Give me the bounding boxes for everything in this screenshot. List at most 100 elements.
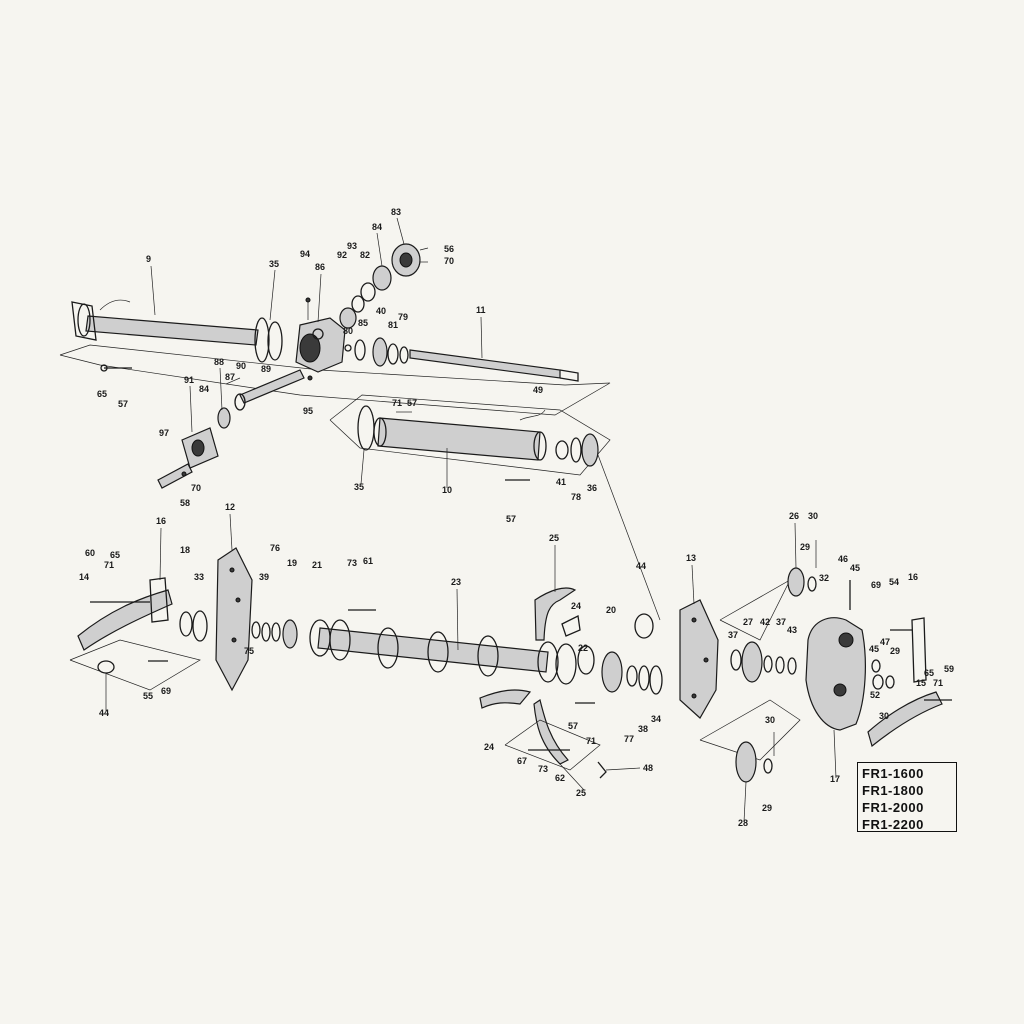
label-17: 17 [830, 774, 840, 784]
model-2000: FR1-2000 [862, 800, 924, 815]
flange-22 [577, 645, 595, 675]
label-32: 32 [819, 573, 829, 583]
label-37a: 37 [728, 630, 738, 640]
label-89: 89 [261, 364, 271, 374]
label-58: 58 [180, 498, 190, 508]
label-92: 92 [337, 250, 347, 260]
gear-27 [741, 641, 763, 683]
label-71a: 71 [392, 398, 402, 408]
label-76: 76 [270, 543, 280, 553]
skid-right [867, 691, 943, 748]
leader-lines [105, 217, 837, 823]
label-27: 27 [743, 617, 753, 627]
plate-13 [679, 599, 719, 719]
label-62: 62 [555, 773, 565, 783]
label-13: 13 [686, 553, 696, 563]
label-79: 79 [398, 312, 408, 322]
label-73b: 73 [538, 764, 548, 774]
label-35a: 35 [269, 259, 279, 269]
plug-95 [307, 375, 313, 381]
label-85: 85 [358, 318, 368, 328]
label-30b: 30 [879, 711, 889, 721]
label-59: 59 [944, 664, 954, 674]
label-87: 87 [225, 372, 235, 382]
bearing-84b [217, 407, 231, 429]
bevel-gear-92 [339, 307, 357, 329]
label-69a: 69 [871, 580, 881, 590]
label-45b: 45 [869, 644, 879, 654]
label-60: 60 [85, 548, 95, 558]
rotor-23 [309, 619, 577, 685]
label-78: 78 [571, 492, 581, 502]
nut-29b [885, 675, 895, 689]
gear-40 [372, 337, 388, 367]
label-71c: 71 [933, 678, 943, 688]
label-82: 82 [360, 250, 370, 260]
blade-25a [534, 587, 577, 641]
tube-10 [373, 417, 547, 461]
label-57b: 57 [407, 398, 417, 408]
label-61: 61 [363, 556, 373, 566]
blade-24a [561, 615, 581, 637]
label-15: 15 [916, 678, 926, 688]
gear-28 [735, 741, 757, 783]
model-1600: FR1-1600 [862, 766, 924, 781]
ring-93 [351, 295, 365, 313]
ring-78 [570, 437, 582, 463]
label-20: 20 [606, 605, 616, 615]
label-16b: 16 [908, 572, 918, 582]
label-48: 48 [643, 763, 653, 773]
label-22: 22 [578, 643, 588, 653]
label-16a: 16 [156, 516, 166, 526]
label-80: 80 [343, 326, 353, 336]
label-38: 38 [638, 724, 648, 734]
part-labels: 83 84 56 70 93 92 82 9 35 94 86 40 11 80… [79, 207, 954, 828]
label-24b: 24 [484, 742, 494, 752]
ring-37a [730, 649, 742, 671]
bearing-38 [638, 665, 650, 691]
washer-85 [354, 339, 366, 361]
label-70b: 70 [191, 483, 201, 493]
label-34: 34 [651, 714, 661, 724]
flange-33 [192, 610, 208, 642]
label-45a: 45 [850, 563, 860, 573]
seal-43 [787, 657, 797, 675]
label-71b: 71 [104, 560, 114, 570]
key-90 [225, 377, 241, 385]
label-84b: 84 [199, 384, 209, 394]
label-97: 97 [159, 428, 169, 438]
label-37b: 37 [776, 617, 786, 627]
label-52: 52 [870, 690, 880, 700]
gear-outline-upper [719, 579, 791, 641]
label-36: 36 [587, 483, 597, 493]
model-1800: FR1-1800 [862, 783, 924, 798]
pin-80 [344, 344, 352, 352]
label-69b: 69 [161, 686, 171, 696]
ring-34 [649, 665, 663, 695]
label-46: 46 [838, 554, 848, 564]
label-33: 33 [194, 572, 204, 582]
ring-39 [261, 622, 271, 642]
label-57a: 57 [118, 399, 128, 409]
gasket-35b [357, 405, 375, 451]
blade-25b [533, 699, 569, 765]
blade-outline [504, 719, 601, 771]
label-44a: 44 [636, 561, 646, 571]
label-26: 26 [789, 511, 799, 521]
bracket-16b [911, 617, 927, 683]
label-28: 28 [738, 818, 748, 828]
label-47: 47 [880, 637, 890, 647]
label-19: 19 [287, 558, 297, 568]
label-23: 23 [451, 577, 461, 587]
grease-49 [519, 409, 546, 421]
clip-48 [597, 761, 607, 779]
label-39: 39 [259, 572, 269, 582]
upper-assembly [59, 243, 611, 489]
label-91: 91 [184, 375, 194, 385]
label-86: 86 [315, 262, 325, 272]
label-94: 94 [300, 249, 310, 259]
label-95: 95 [303, 406, 313, 416]
tube-9 [71, 299, 259, 346]
